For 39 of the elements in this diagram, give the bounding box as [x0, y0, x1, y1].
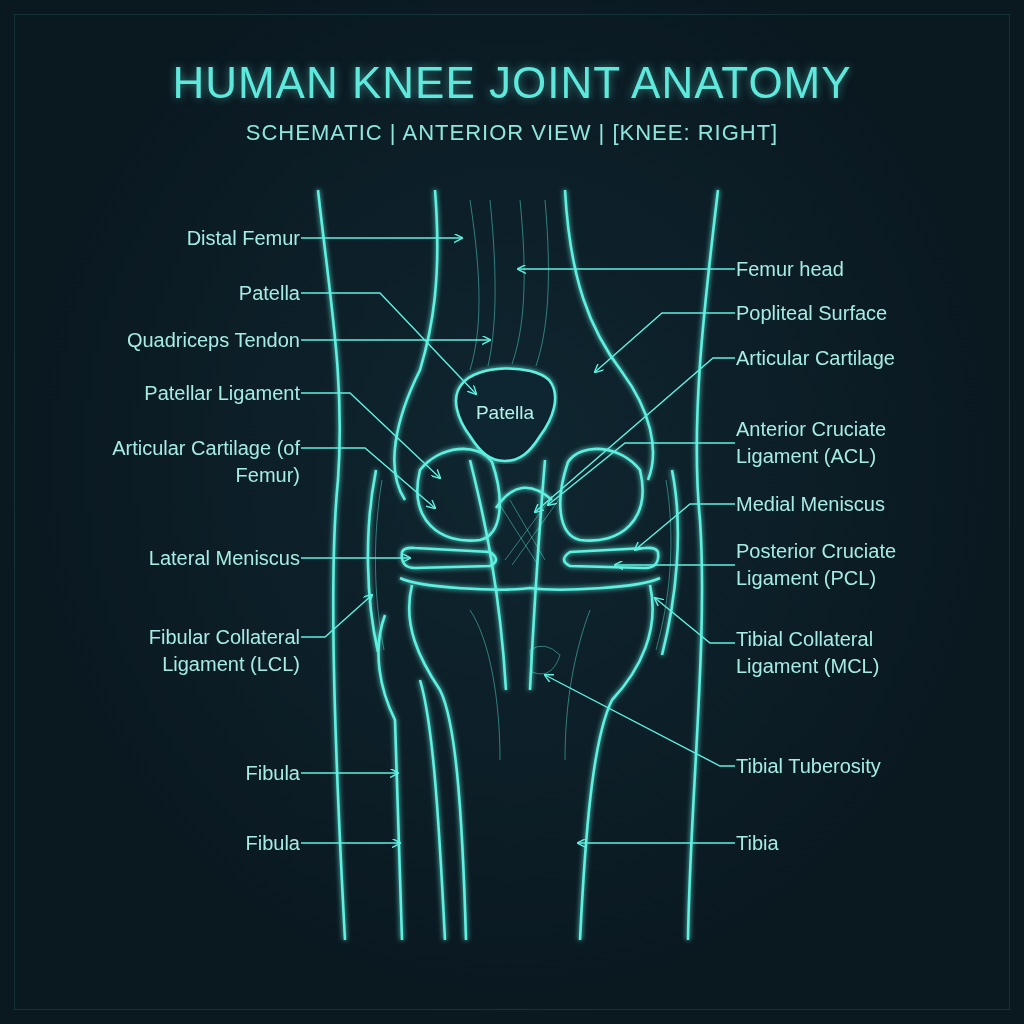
- part-label: Posterior Cruciate Ligament (PCL): [736, 538, 936, 592]
- leader-line: [300, 552, 412, 564]
- part-label: Articular Cartilage: [736, 345, 936, 372]
- leader-line: [300, 232, 464, 244]
- leader-line: [300, 447, 437, 510]
- leader-line: [300, 593, 374, 638]
- part-label: Fibula: [100, 830, 300, 857]
- leader-line: [300, 767, 400, 779]
- leader-line: [300, 292, 478, 396]
- part-label: Patellar Ligament: [100, 380, 300, 407]
- part-label: Fibula: [100, 760, 300, 787]
- part-label: Tibia: [736, 830, 936, 857]
- part-label: Lateral Meniscus: [100, 545, 300, 572]
- part-label: Tibial Tuberosity: [736, 753, 936, 780]
- part-label: Medial Meniscus: [736, 491, 936, 518]
- part-label: Femur head: [736, 256, 936, 283]
- part-label: Tibial Collateral Ligament (MCL): [736, 626, 936, 680]
- leader-line: [300, 334, 492, 346]
- part-label: Anterior Cruciate Ligament (ACL): [736, 416, 936, 470]
- subtitle: SCHEMATIC | ANTERIOR VIEW | [KNEE: RIGHT]: [245, 120, 779, 146]
- part-label: Popliteal Surface: [736, 300, 936, 327]
- leader-line: [300, 837, 402, 849]
- part-label: Patella: [100, 280, 300, 307]
- leader-line: [533, 357, 736, 514]
- leader-line: [546, 442, 736, 507]
- part-label: Quadriceps Tendon: [100, 327, 300, 354]
- leader-line: [653, 596, 736, 644]
- part-label: Articular Cartilage (of Femur): [100, 435, 300, 489]
- leader-line: [613, 559, 736, 571]
- patella-label: Patella: [475, 402, 535, 424]
- part-label: Distal Femur: [100, 225, 300, 252]
- leader-line: [576, 837, 736, 849]
- part-label: Fibular Collateral Ligament (LCL): [100, 624, 300, 678]
- leader-line: [633, 503, 736, 552]
- leader-line: [516, 263, 736, 275]
- leader-line: [543, 673, 736, 767]
- title: HUMAN KNEE JOINT ANATOMY: [172, 58, 852, 108]
- leader-line: [593, 312, 736, 374]
- leader-line: [300, 392, 442, 480]
